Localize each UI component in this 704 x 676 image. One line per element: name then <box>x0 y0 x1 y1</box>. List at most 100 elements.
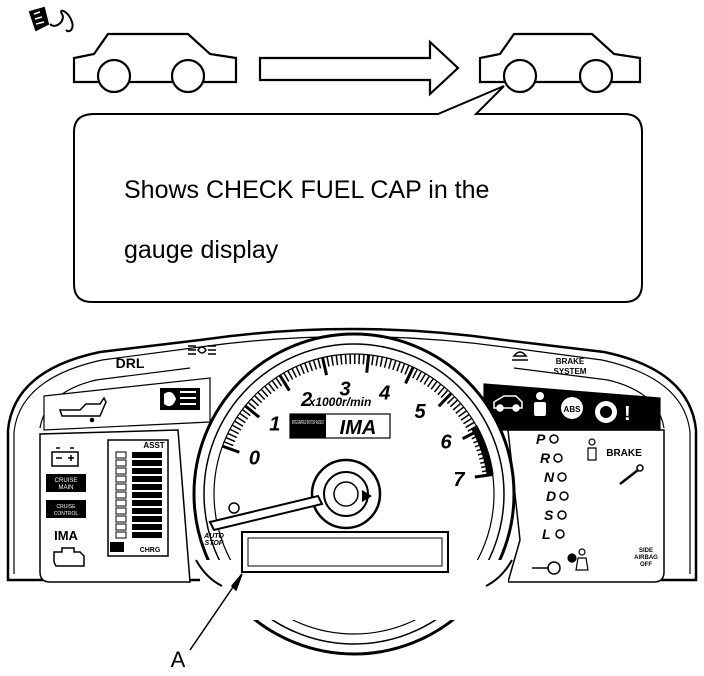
tach-major-tick <box>474 473 493 479</box>
tach-major-tick <box>321 357 329 376</box>
tach-minor-tick <box>404 364 410 375</box>
tach-minor-tick <box>449 399 459 408</box>
ima-logo: IMA <box>340 417 377 439</box>
gear-lamp <box>549 434 559 444</box>
tach-minor-tick <box>257 391 266 401</box>
side-airbag-label: SIDE AIRBAG OFF <box>634 548 658 568</box>
tach-minor-tick <box>446 396 456 405</box>
callout-line-1: Shows CHECK FUEL CAP in the <box>124 176 490 204</box>
tach-major-tick <box>244 404 261 419</box>
auto-stop-label-line2: STOP <box>205 540 224 547</box>
battery-icon <box>51 447 79 467</box>
ima-bar-segment <box>115 531 127 539</box>
callout-text: Shows CHECK FUEL CAP in the gauge displa… <box>124 160 604 280</box>
tach-minor-tick <box>253 394 263 404</box>
tach-major-tick <box>278 374 291 392</box>
tach-minor-tick <box>283 372 290 382</box>
integrated-motor-assist-text: INTEGRATED MOTOR ASSIST <box>292 420 324 426</box>
tach-minor-tick <box>223 441 234 447</box>
ima-bar-block <box>132 532 162 538</box>
callout-line-2: gauge display <box>124 236 279 264</box>
tach-minor-tick <box>423 375 431 385</box>
tach-minor-tick <box>326 356 330 367</box>
svg-text:OFF: OFF <box>640 562 652 568</box>
tach-minor-tick <box>419 373 427 383</box>
ima-bar-segment <box>115 475 127 483</box>
tach-minor-tick <box>299 364 305 375</box>
asst-label: ASST <box>143 441 164 450</box>
tach-minor-tick <box>415 370 423 381</box>
tach-minor-tick <box>430 380 438 390</box>
svg-text:SIDE: SIDE <box>639 548 653 554</box>
tach-minor-tick <box>379 356 384 367</box>
tach-minor-tick <box>392 360 397 371</box>
tach-minor-tick <box>312 359 318 370</box>
tach-minor-tick <box>295 366 301 376</box>
tach-major-tick <box>404 366 415 385</box>
tach-minor-tick <box>236 416 246 424</box>
gear-letter: L <box>542 526 551 542</box>
tach-minor-tick <box>440 389 449 399</box>
gear-lamp <box>553 453 563 463</box>
tach-minor-tick <box>452 402 462 411</box>
drl-label: DRL <box>116 355 145 371</box>
door-open-icon <box>493 395 523 412</box>
ima-charge-gauge: ASST CHRG <box>107 439 169 557</box>
tach-major-tick <box>365 354 371 373</box>
ima-bar-block <box>132 468 162 474</box>
tach-minor-tick <box>227 432 238 439</box>
ima-bar-segment <box>115 459 127 467</box>
ima-bar-block <box>132 500 162 506</box>
car-icon <box>72 32 238 94</box>
label-a: A <box>171 647 186 672</box>
gear-letter: R <box>540 450 551 466</box>
ima-bar-block <box>132 484 162 490</box>
ima-bar-segment <box>115 515 127 523</box>
arrow-icon <box>258 39 460 97</box>
tach-minor-tick <box>260 388 269 398</box>
tach-minor-tick <box>335 355 339 366</box>
tach-number: 5 <box>415 401 427 423</box>
tach-unit-label: x1000r/min <box>308 395 372 409</box>
tach-minor-tick <box>304 362 309 373</box>
seatbelt-icon <box>587 438 597 461</box>
ima-bar-segment <box>115 451 127 459</box>
ima-bar-segment <box>115 483 127 491</box>
tach-minor-tick <box>340 354 343 365</box>
tach-minor-tick <box>455 406 465 414</box>
tach-minor-tick <box>267 382 276 392</box>
tach-minor-tick <box>388 358 393 369</box>
tach-minor-tick <box>317 358 322 369</box>
tach-minor-tick <box>234 420 244 427</box>
ima-bar-block <box>132 476 162 482</box>
gear-lamp <box>559 491 569 501</box>
car-icon <box>478 32 642 94</box>
wrench-icon <box>619 464 644 485</box>
svg-text:CONTROL: CONTROL <box>54 511 79 517</box>
tach-minor-tick <box>400 363 406 374</box>
ima-label: IMA <box>54 528 78 543</box>
headlight-icon <box>188 345 216 355</box>
tach-minor-tick <box>344 354 347 365</box>
tach-major-tick <box>221 444 240 454</box>
tach-minor-tick <box>239 412 249 420</box>
ima-bar-segment <box>115 491 127 499</box>
tach-minor-tick <box>250 398 260 407</box>
brake-label: BRAKE <box>606 448 642 459</box>
abs-icon: ABS <box>561 397 583 419</box>
tach-minor-tick <box>362 354 365 365</box>
tach-minor-tick <box>287 370 294 380</box>
tach-number: 6 <box>440 431 452 453</box>
tach-number: 0 <box>249 448 260 470</box>
auto-stop-label-line1: AUTO <box>203 533 224 540</box>
svg-text:CRUISE: CRUISE <box>57 504 77 510</box>
svg-text:MAIN: MAIN <box>59 485 74 491</box>
tach-minor-tick <box>383 357 388 368</box>
brake-system-label-line1: BRAKE <box>556 357 585 366</box>
gear-lamp <box>557 472 567 482</box>
gear-letter: D <box>546 488 556 504</box>
gear-lamp <box>555 529 565 539</box>
tach-minor-tick <box>225 436 236 443</box>
